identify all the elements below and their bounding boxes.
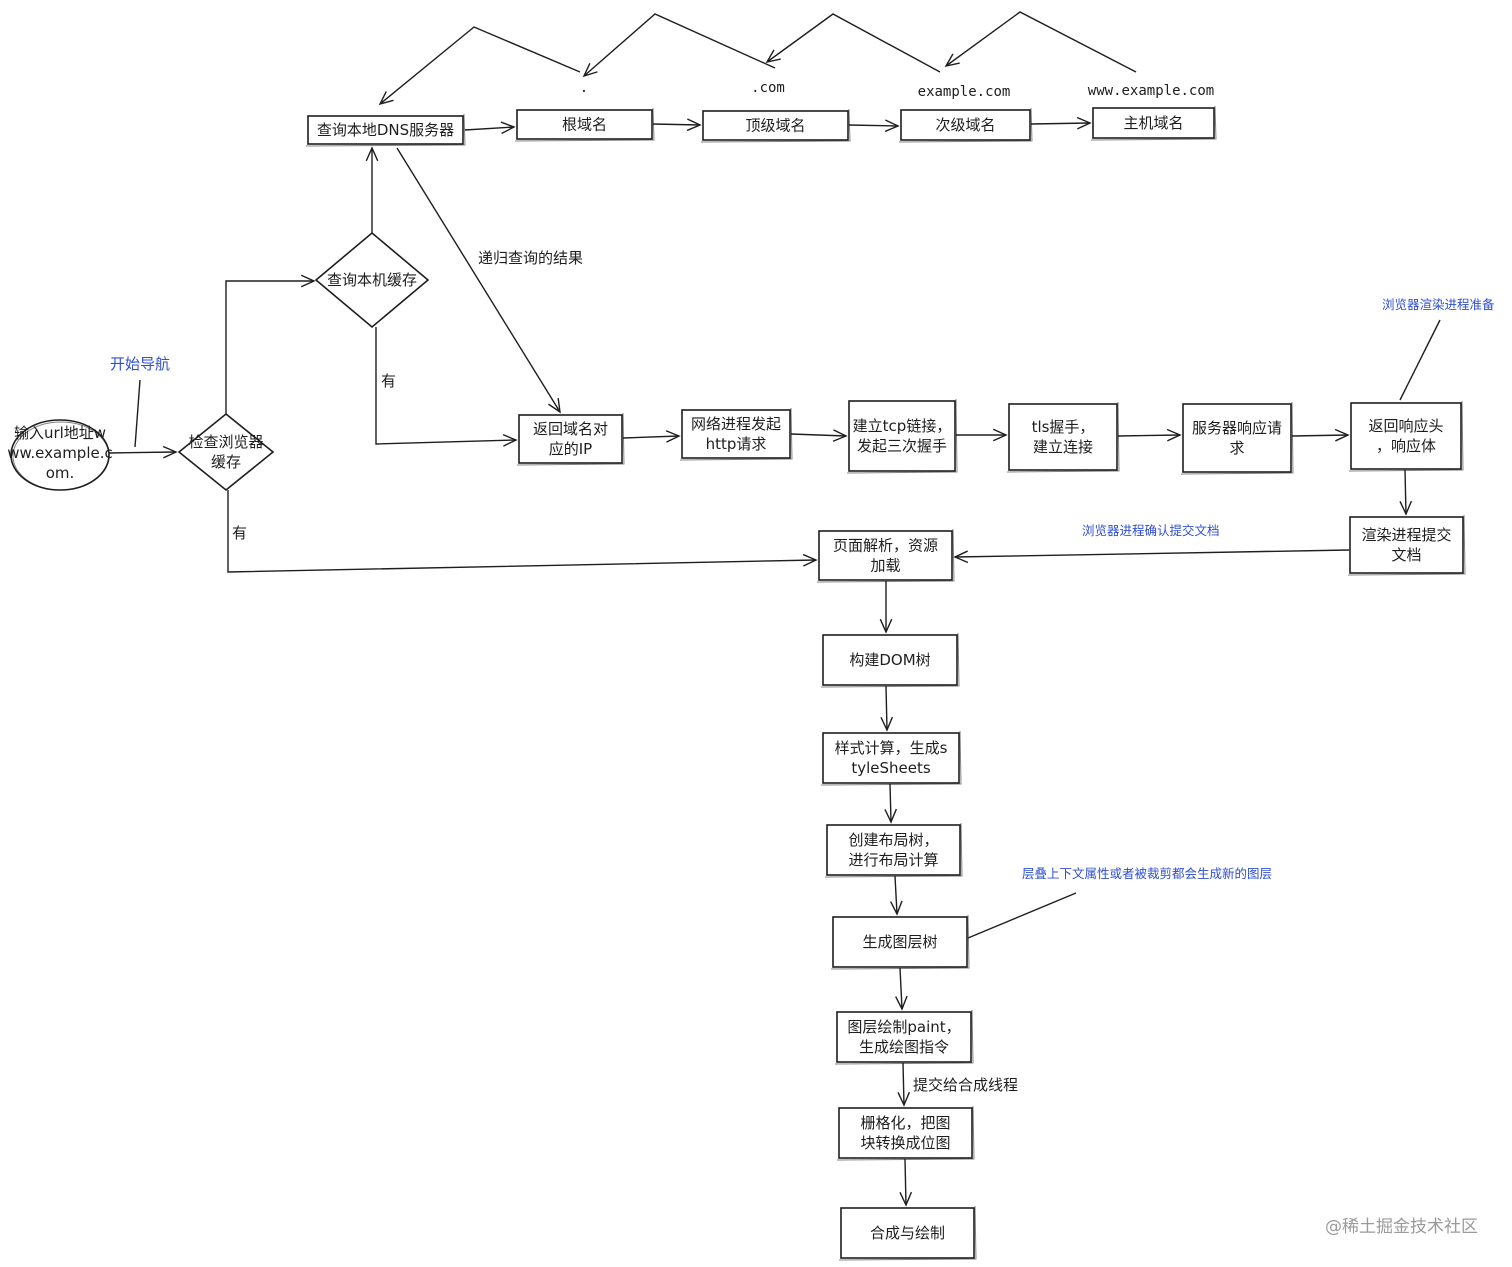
second-domain-label: 次级域名	[935, 116, 995, 134]
query-local-cache-label: 查询本机缓存	[327, 271, 417, 289]
build-dom-label: 构建DOM树	[849, 651, 930, 669]
edge-server-to-response	[1291, 428, 1350, 442]
edge-tls-to-server	[1117, 428, 1182, 442]
domain-label-top: .com	[751, 80, 785, 96]
note-line-stacking-context	[967, 892, 1077, 939]
edge-label-recursive-result: 递归查询的结果	[478, 249, 583, 267]
page-parse-label: 页面解析，资源加载	[833, 537, 938, 575]
edge-root-to-top	[652, 118, 702, 132]
tls-handshake-node[interactable]: tls握手，建立连接	[1006, 401, 1120, 473]
domain-label-root: .	[580, 80, 588, 96]
watermark-text: @稀土掘金技术社区	[1325, 1217, 1478, 1237]
edge-label-has-local: 有	[381, 372, 396, 390]
return-ip-label: 返回域名对应的IP	[533, 420, 608, 458]
edge-return-host-to-second	[944, 11, 1137, 73]
composite-label: 合成与绘制	[870, 1224, 945, 1242]
edge-local-cache-to-ip	[375, 327, 518, 447]
raster-node[interactable]: 栅格化，把图块转换成位图	[836, 1105, 975, 1161]
edge-raster-to-composite	[899, 1158, 913, 1207]
edge-dns-to-ip	[396, 147, 561, 414]
layer-tree-node[interactable]: 生成图层树	[830, 914, 970, 970]
raster-label: 栅格化，把图块转换成位图	[860, 1114, 950, 1152]
host-domain-label: 主机域名	[1123, 114, 1183, 132]
edge-input-to-check	[108, 445, 178, 459]
edge-dom-to-style	[880, 685, 894, 732]
edge-paint-to-raster	[897, 1062, 911, 1107]
edge-layout-to-layer	[890, 875, 903, 916]
edge-label-commit-compositor: 提交给合成线程	[913, 1076, 1018, 1094]
page-parse-node[interactable]: 页面解析，资源加载	[816, 528, 955, 583]
return-ip-node[interactable]: 返回域名对应的IP	[516, 412, 625, 466]
composite-node[interactable]: 合成与绘制	[838, 1205, 977, 1261]
edge-response-to-render	[1399, 469, 1413, 516]
query-local-cache-node[interactable]: 查询本机缓存	[314, 231, 430, 329]
check-browser-cache-label: 检查浏览器缓存	[188, 433, 263, 471]
note-confirm-commit: 浏览器进程确认提交文档	[1082, 523, 1220, 538]
layer-paint-label: 图层绘制paint，生成绘图指令	[847, 1018, 960, 1056]
note-line-render-prepare	[1399, 319, 1441, 401]
top-domain-label: 顶级域名	[745, 117, 805, 135]
top-domain-node[interactable]: 顶级域名	[700, 108, 851, 143]
edge-style-to-layout	[884, 783, 898, 824]
server-response-node[interactable]: 服务器响应请求	[1180, 401, 1294, 475]
tcp-connect-node[interactable]: 建立tcp链接，发起三次握手	[846, 398, 958, 474]
note-start-navigation: 开始导航	[110, 355, 170, 373]
edges	[108, 11, 1441, 1207]
note-stacking-context: 层叠上下文属性或者被裁剪都会生成新的图层	[1022, 866, 1272, 881]
edge-ip-to-http	[622, 430, 681, 443]
edge-label-has-browser: 有	[232, 524, 247, 542]
edge-dns-to-root	[464, 121, 516, 135]
layout-tree-node[interactable]: 创建布局树，进行布局计算	[824, 822, 963, 878]
edge-top-to-second	[848, 119, 900, 133]
layer-tree-label: 生成图层树	[862, 933, 937, 951]
domain-label-second: example.com	[918, 84, 1011, 100]
edge-return-root-to-dns	[378, 26, 581, 106]
edge-local-cache-to-dns	[365, 146, 379, 233]
edge-return-second-to-top	[765, 13, 941, 73]
tls-handshake-label: tls握手，建立连接	[1032, 418, 1095, 456]
check-browser-cache-node[interactable]: 检查浏览器缓存	[177, 412, 275, 492]
second-domain-node[interactable]: 次级域名	[898, 107, 1033, 143]
root-domain-label: 根域名	[562, 116, 607, 134]
edge-return-top-to-root	[582, 13, 776, 78]
edge-check-to-local-cache	[225, 274, 316, 414]
tcp-connect-label: 建立tcp链接，发起三次握手	[853, 417, 952, 455]
note-render-prepare: 浏览器渲染进程准备	[1382, 297, 1495, 312]
host-domain-node[interactable]: 主机域名	[1090, 105, 1217, 141]
server-response-label: 服务器响应请求	[1192, 419, 1282, 457]
render-commit-node[interactable]: 渲染进程提交文档	[1347, 514, 1466, 576]
query-local-dns-node[interactable]: 查询本地DNS服务器	[305, 113, 466, 147]
edge-page-to-dom	[879, 581, 893, 634]
edge-http-to-tcp	[790, 429, 848, 442]
query-local-dns-label: 查询本地DNS服务器	[317, 121, 454, 139]
domain-label-host: www.example.com	[1088, 83, 1214, 99]
layout-tree-label: 创建布局树，进行布局计算	[848, 831, 938, 869]
return-response-node[interactable]: 返回响应头，响应体	[1348, 400, 1464, 472]
return-response-label: 返回响应头，响应体	[1368, 417, 1443, 455]
render-commit-label: 渲染进程提交文档	[1361, 526, 1451, 564]
build-dom-node[interactable]: 构建DOM树	[820, 632, 960, 688]
edge-second-to-host	[1030, 116, 1092, 130]
root-domain-node[interactable]: 根域名	[514, 107, 655, 142]
layer-paint-node[interactable]: 图层绘制paint，生成绘图指令	[834, 1009, 974, 1065]
edge-check-to-page-parse	[227, 490, 818, 573]
edge-render-to-page-parse	[953, 549, 1350, 564]
edge-tcp-to-tls	[956, 428, 1008, 442]
edge-layer-to-paint	[895, 967, 908, 1011]
note-line-start-navigation	[134, 379, 141, 448]
